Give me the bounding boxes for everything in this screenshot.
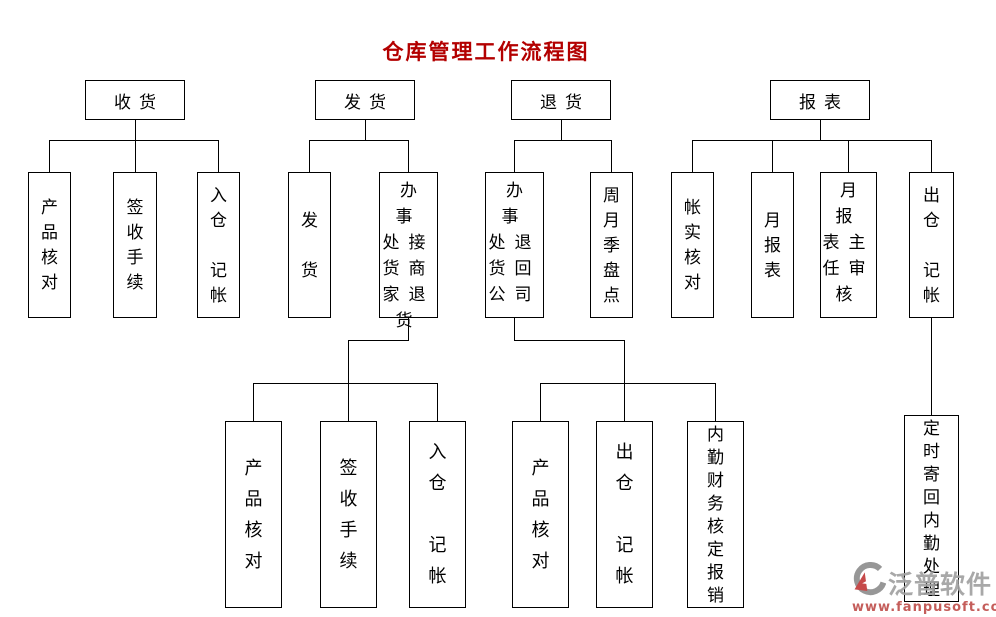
node-inbound-bookkeeping-1: 入 仓 记 帐: [197, 172, 240, 318]
node-product-check-1: 产 品 核 对: [28, 172, 71, 318]
node-receiving: 收货: [85, 80, 185, 120]
node-sign-procedure-2: 签 收 手 续: [320, 421, 377, 608]
page-title: 仓库管理工作流程图: [382, 40, 590, 64]
node-product-check-3: 产 品 核 对: [512, 421, 569, 608]
node-office-return-to-company: 办事 处退 货回 公司: [485, 172, 544, 318]
node-internal-finance-approval: 内 勤 财 务 核 定 报 销: [687, 421, 744, 608]
node-reports: 报表: [770, 80, 870, 120]
node-shipping: 发货: [315, 80, 415, 120]
node-office-receive-merchant-returns: 办事 处接 货商 家退 货: [379, 172, 438, 330]
node-outbound-bookkeeping-2: 出 仓 记 帐: [596, 421, 653, 608]
node-inbound-bookkeeping-2: 入 仓 记 帐: [409, 421, 466, 608]
watermark-url[interactable]: www.fanpusoft.com: [852, 600, 996, 615]
node-outbound-bookkeeping-1: 出 仓 记 帐: [909, 172, 954, 318]
node-returns: 退货: [511, 80, 611, 120]
node-ship-goods: 发 货: [288, 172, 331, 318]
fanpu-logo-icon: [852, 562, 887, 603]
node-report-director-review: 月报 表主 任审 核: [820, 172, 877, 318]
node-monthly-report: 月 报 表: [751, 172, 794, 318]
watermark-brand: 泛普软件: [888, 569, 993, 599]
watermark: 泛普软件 www.fanpusoft.com: [852, 562, 996, 615]
node-product-check-2: 产 品 核 对: [225, 421, 282, 608]
node-timed-sendback-internal: 定 时 寄 回 内 勤 处 理: [904, 415, 959, 602]
node-sign-procedure-1: 签 收 手 续: [113, 172, 157, 318]
node-account-reality-check: 帐 实 核 对: [671, 172, 714, 318]
node-periodic-stocktake: 周 月 季 盘 点: [590, 172, 633, 318]
